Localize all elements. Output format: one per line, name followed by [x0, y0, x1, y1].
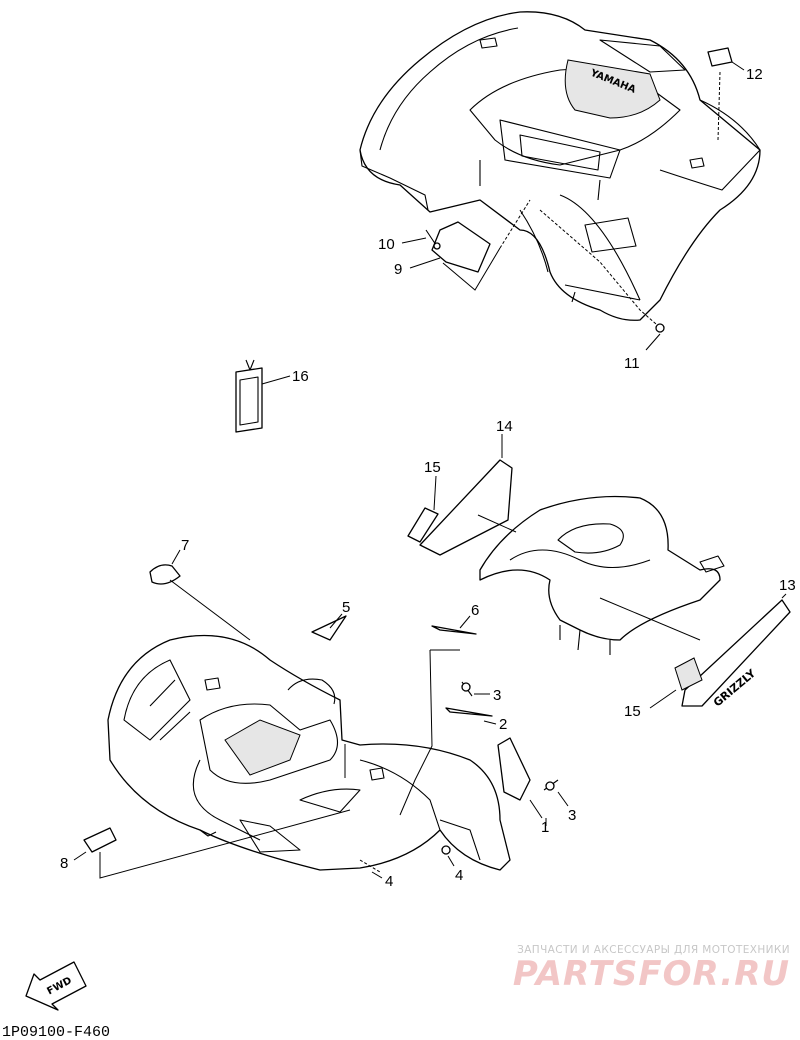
callout-14: 14 [496, 418, 513, 435]
emblem-decal: GRIZZLY [681, 599, 791, 709]
decal-rear [707, 47, 733, 67]
warning-label [235, 359, 263, 433]
callout-7: 7 [181, 537, 189, 554]
reflector-plate [431, 221, 501, 291]
callout-9: 9 [394, 261, 402, 278]
bracket-plate [497, 737, 531, 801]
front-fender [107, 634, 511, 871]
decal-small-side [674, 657, 703, 691]
callout-8: 8 [60, 855, 68, 872]
callout-3: 3 [568, 807, 576, 824]
callout-12: 12 [746, 66, 763, 83]
decal-center-right [431, 625, 477, 635]
decal-small-top [407, 507, 439, 543]
bolt [461, 681, 473, 697]
callout-10: 10 [378, 236, 395, 253]
callout-15: 15 [624, 703, 641, 720]
clip [441, 845, 451, 855]
decal-center-left [311, 615, 347, 641]
bolt [543, 779, 559, 791]
fwd-arrow-icon: FWD [25, 961, 87, 1011]
callout-5: 5 [342, 599, 350, 616]
tank-cover [479, 495, 725, 655]
rear-fender: YAMAHA [359, 11, 761, 321]
decal-front-tip [149, 564, 181, 585]
callout-13: 13 [779, 577, 796, 594]
decal-front-lower [83, 827, 117, 853]
watermark-tagline: ЗАПЧАСТИ И АКСЕССУАРЫ ДЛЯ МОТОТЕХНИКИ [517, 944, 790, 956]
callout-1: 1 [541, 819, 549, 836]
callout-labels: 1 2 3 3 4 4 5 6 7 8 9 10 11 12 13 14 15 … [60, 61, 796, 890]
watermark-logo: PARTSFOR.RU [512, 954, 790, 994]
callout-16: 16 [292, 368, 309, 385]
callout-6: 6 [471, 602, 479, 619]
watermark: ЗАПЧАСТИ И АКСЕССУАРЫ ДЛЯ МОТОТЕХНИКИ PA… [470, 944, 790, 994]
decal-strip [445, 707, 493, 717]
callout-3: 3 [493, 687, 501, 704]
callout-4: 4 [385, 873, 393, 890]
callout-2: 2 [499, 716, 507, 733]
decal-top-panel [419, 459, 513, 556]
diagram-code: 1P09100-F460 [2, 1024, 110, 1040]
screw [425, 229, 441, 250]
callout-4: 4 [455, 867, 463, 884]
callout-11: 11 [624, 355, 640, 372]
callout-15: 15 [424, 459, 441, 476]
nut [655, 323, 665, 333]
